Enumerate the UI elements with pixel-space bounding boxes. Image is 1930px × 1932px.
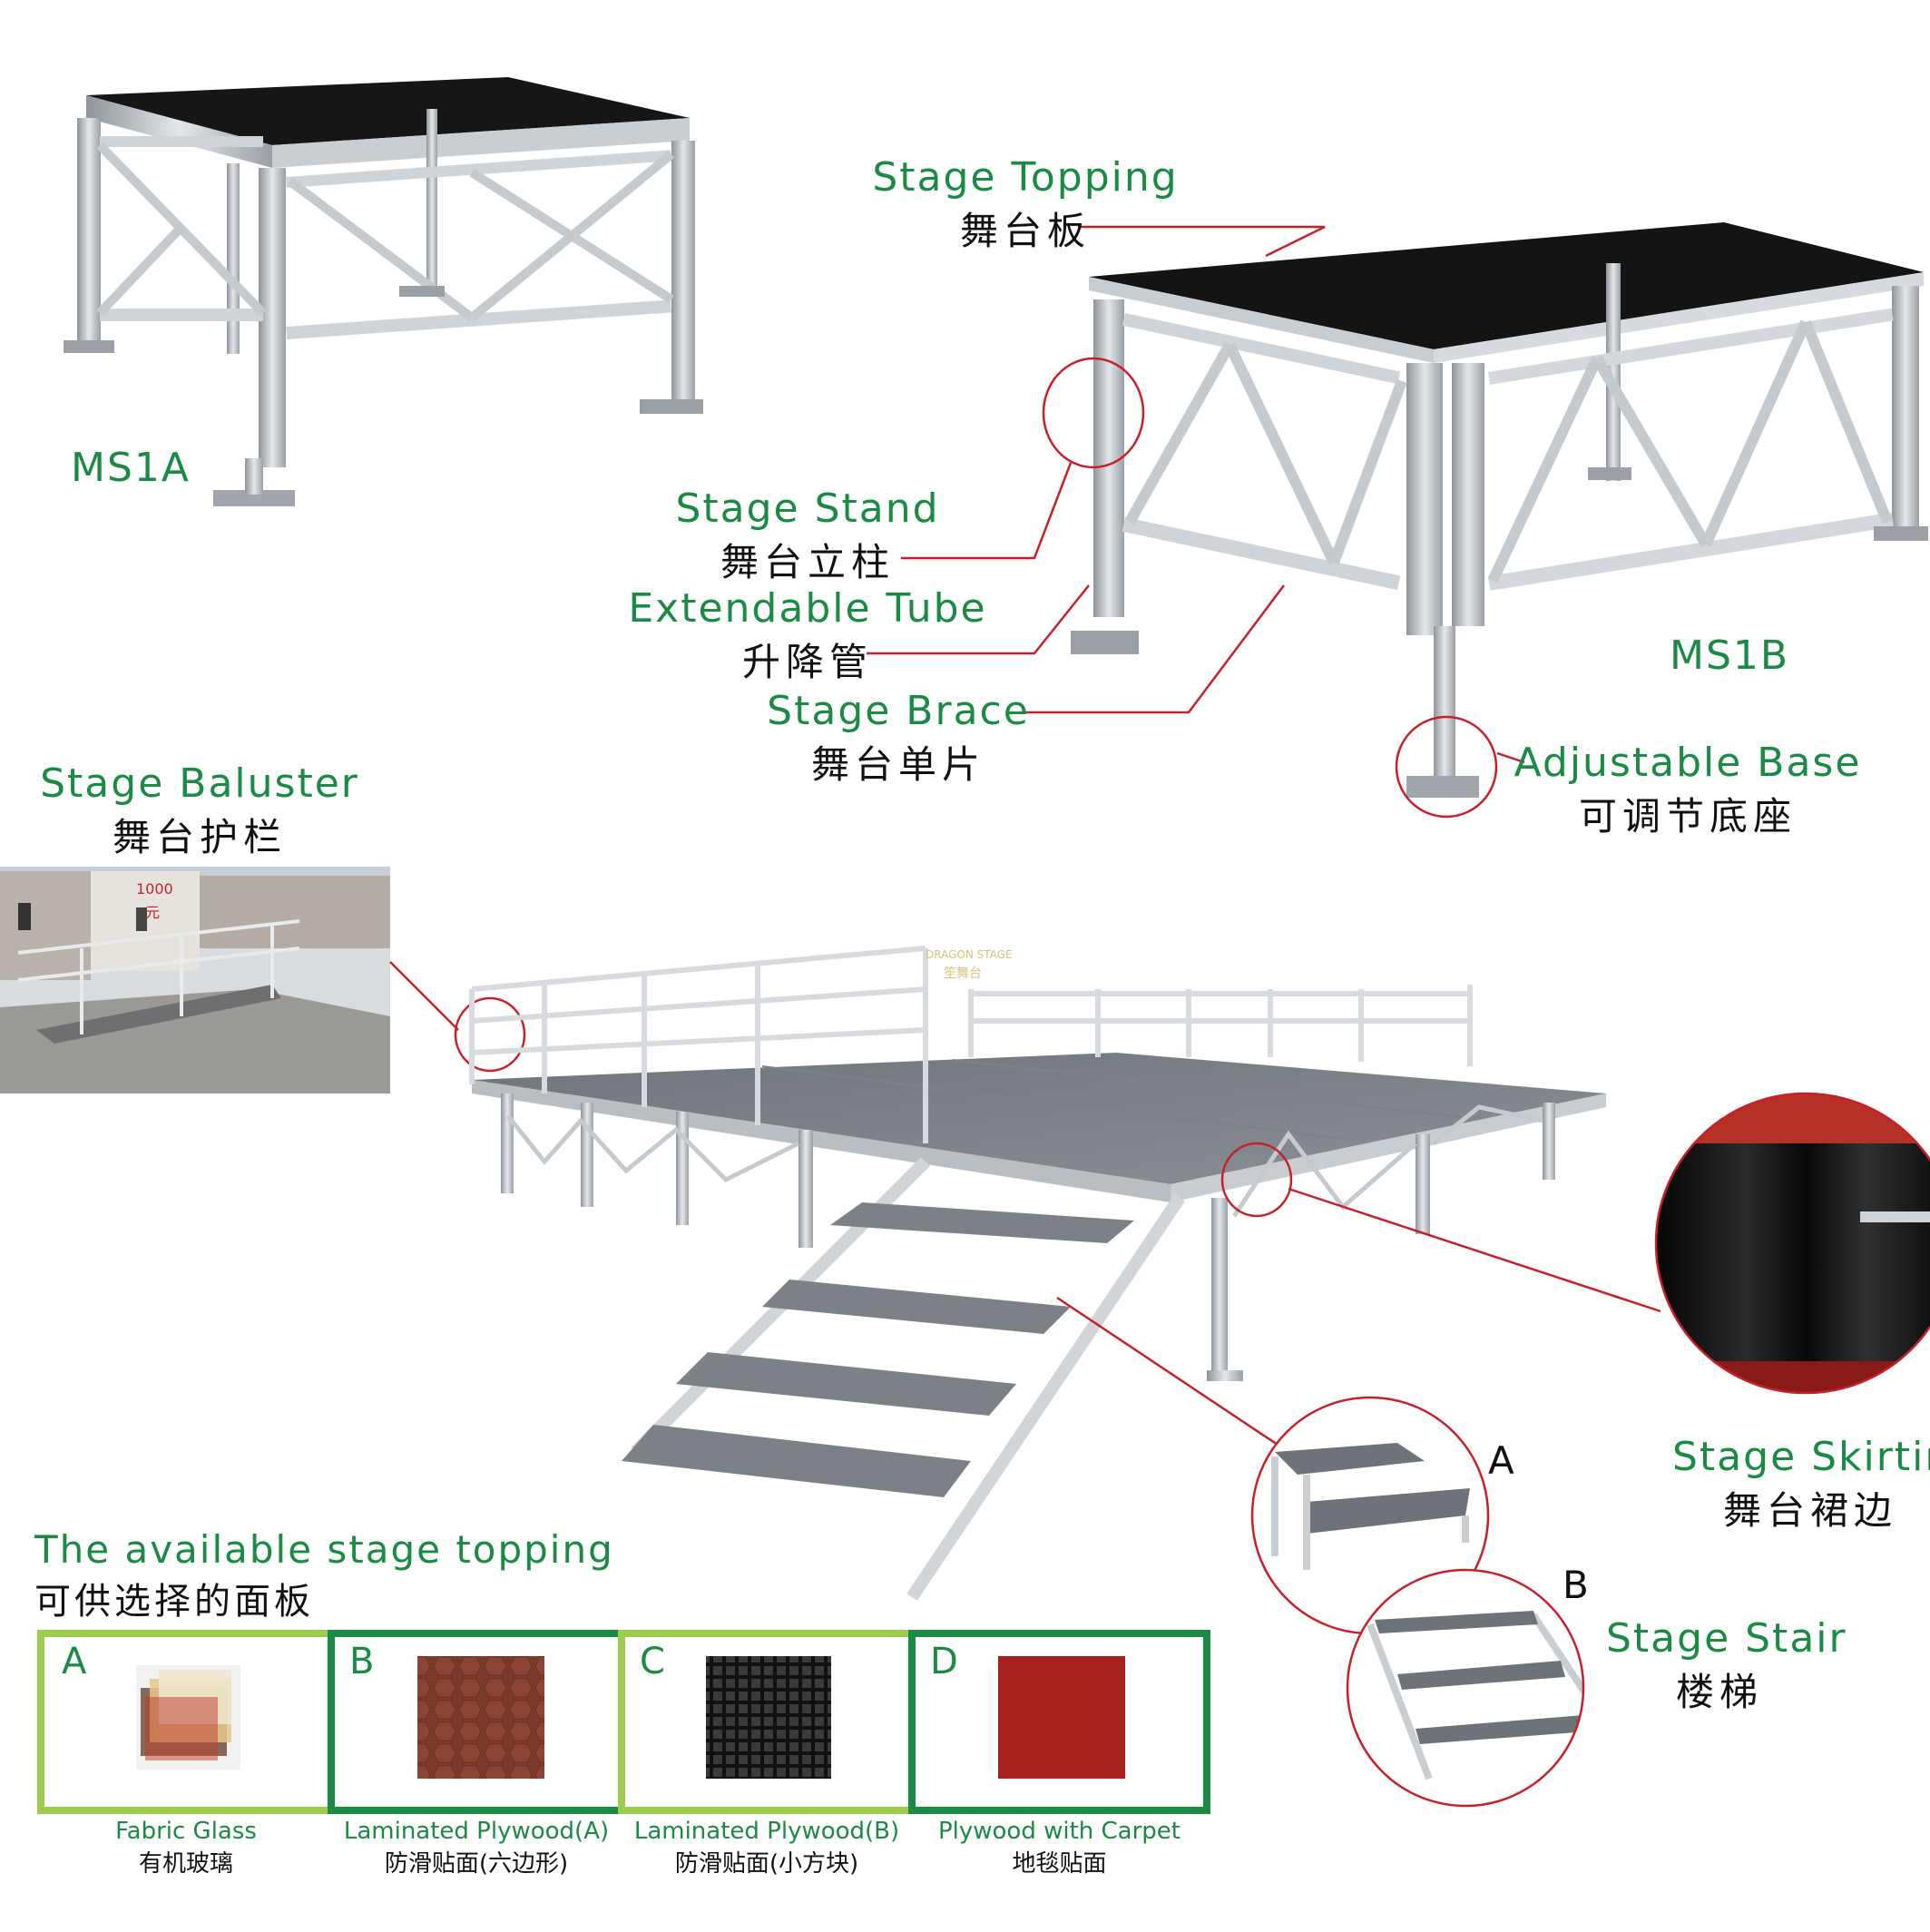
topping-c-en: Laminated Plywood(B) [633,1818,900,1845]
stage-brace-en: Stage Brace [767,688,1030,734]
topping-a-en: Fabric Glass [115,1818,257,1845]
stage-topping-cn: 舞台板 [959,209,1091,253]
callout-adjustable-base: Adjustable Base 可调节底座 [1497,740,1878,841]
adjustable-base-en: Adjustable Base [1514,740,1862,786]
toppings-heading: The available stage topping 可供选择的面板 [34,1527,614,1624]
stage-stand-en: Stage Stand [675,485,940,532]
topping-d-cn: 地毯贴面 [1012,1850,1107,1878]
model-ms1b-label: MS1B [1670,633,1790,679]
swatch-fabric-glass [136,1665,240,1770]
watermark-cn: 笙舞台 [944,966,982,981]
swatch-small-square [706,1656,831,1779]
topping-c-letter: C [640,1641,665,1682]
baluster-photo [0,867,390,1093]
toppings-title-en: The available stage topping [34,1527,614,1572]
callout-stage-stand: Stage Stand 舞台立柱 [644,485,971,587]
stair-option-b-letter: B [1563,1563,1589,1607]
stage-topping-en: Stage Topping [872,154,1179,201]
skirting-callout [1056,1142,1661,1454]
extendable-tube-cn: 升降管 [741,640,873,684]
stage-brace-cn: 舞台单片 [810,742,985,787]
callout-stage-topping: Stage Topping 舞台板 [844,154,1207,256]
photo-sign-line2: 元 [145,904,161,921]
model-ms1a-label: MS1A [71,445,191,491]
stage-skirting-en: Stage Skirting [1672,1434,1930,1480]
topping-b-en: Laminated Plywood(A) [343,1818,610,1845]
topping-b-cn: 防滑贴面(六边形) [384,1850,569,1878]
stage-baluster-en: Stage Baluster [40,760,359,807]
topping-d-letter: D [930,1641,958,1682]
topping-a-caption: Fabric Glass 有机玻璃 [41,1818,331,1878]
main-stage-image [469,946,1606,1601]
adjustable-base-cn: 可调节底座 [1578,794,1797,839]
main-stairs [622,1157,1185,1601]
swatch-hexagon [417,1656,544,1779]
topping-b-letter: B [349,1641,375,1682]
topping-b-caption: Laminated Plywood(A) 防滑贴面(六边形) [331,1818,622,1878]
topping-d-en: Plywood with Carpet [937,1818,1181,1845]
stage-stand-cn: 舞台立柱 [720,540,895,584]
ms1b-callouts [867,225,1525,819]
topping-d-caption: Plywood with Carpet 地毯贴面 [912,1818,1207,1878]
topping-c-caption: Laminated Plywood(B) 防滑贴面(小方块) [622,1818,912,1878]
stair-a-image [1250,1396,1490,1635]
swatch-carpet [998,1656,1125,1779]
topping-cards [37,1630,1210,1814]
ms1b-stage-image [1071,222,1928,798]
ms1a-stage-image [64,77,703,506]
toppings-title-cn: 可供选择的面板 [34,1581,314,1623]
stage-skirting-cn: 舞台裙边 [1722,1488,1897,1533]
watermark-logo: DRAGON STAGE [926,948,1013,961]
stage-stair-cn: 楼梯 [1675,1670,1763,1714]
callout-extendable-tube: Extendable Tube 升降管 [626,585,989,687]
callout-stage-baluster: Stage Baluster 舞台护栏 [36,760,363,862]
topping-a-letter: A [62,1641,87,1682]
callout-stage-brace: Stage Brace 舞台单片 [717,688,1080,789]
callout-stage-stair: Stage Stair 楼梯 [1606,1615,1847,1717]
callout-stage-skirting: Stage Skirting 舞台裙边 [1665,1434,1930,1535]
topping-c-cn: 防滑贴面(小方块) [674,1850,859,1878]
stage-baluster-cn: 舞台护栏 [112,815,287,859]
stair-option-a-letter: A [1488,1438,1514,1483]
baluster-callout [389,961,526,1073]
stair-b-image [1346,1568,1585,1808]
stage-stair-en: Stage Stair [1606,1615,1847,1662]
skirting-image [1654,1092,1930,1395]
topping-a-cn: 有机玻璃 [138,1850,233,1878]
extendable-tube-en: Extendable Tube [628,585,987,632]
photo-sign-line1: 1000 [136,880,173,897]
